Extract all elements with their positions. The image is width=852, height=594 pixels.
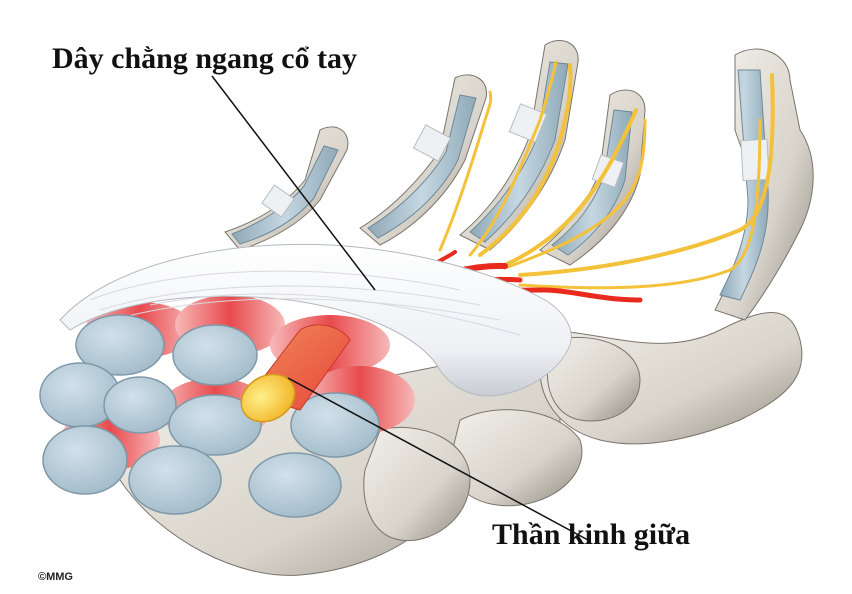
median-nerve (240, 324, 351, 423)
finger-ring (359, 74, 487, 246)
ligament-leader-line (211, 75, 376, 291)
copyright-credit: ©MMG (38, 571, 73, 583)
ligament-fibers (89, 270, 521, 336)
carpal-bone (363, 426, 471, 542)
transverse-carpal-ligament (59, 243, 572, 397)
tendon-bundle (39, 314, 380, 518)
nerve-leader-line (287, 377, 589, 541)
carpal-bone (546, 336, 641, 422)
finger-little (224, 126, 349, 251)
digital-nerves (438, 60, 775, 290)
thumb (714, 48, 814, 321)
carpal-bone (449, 409, 583, 507)
ligament-label: Dây chằng ngang cổ tay (52, 42, 358, 75)
median-nerve-label: Thần kinh giữa (492, 518, 691, 551)
